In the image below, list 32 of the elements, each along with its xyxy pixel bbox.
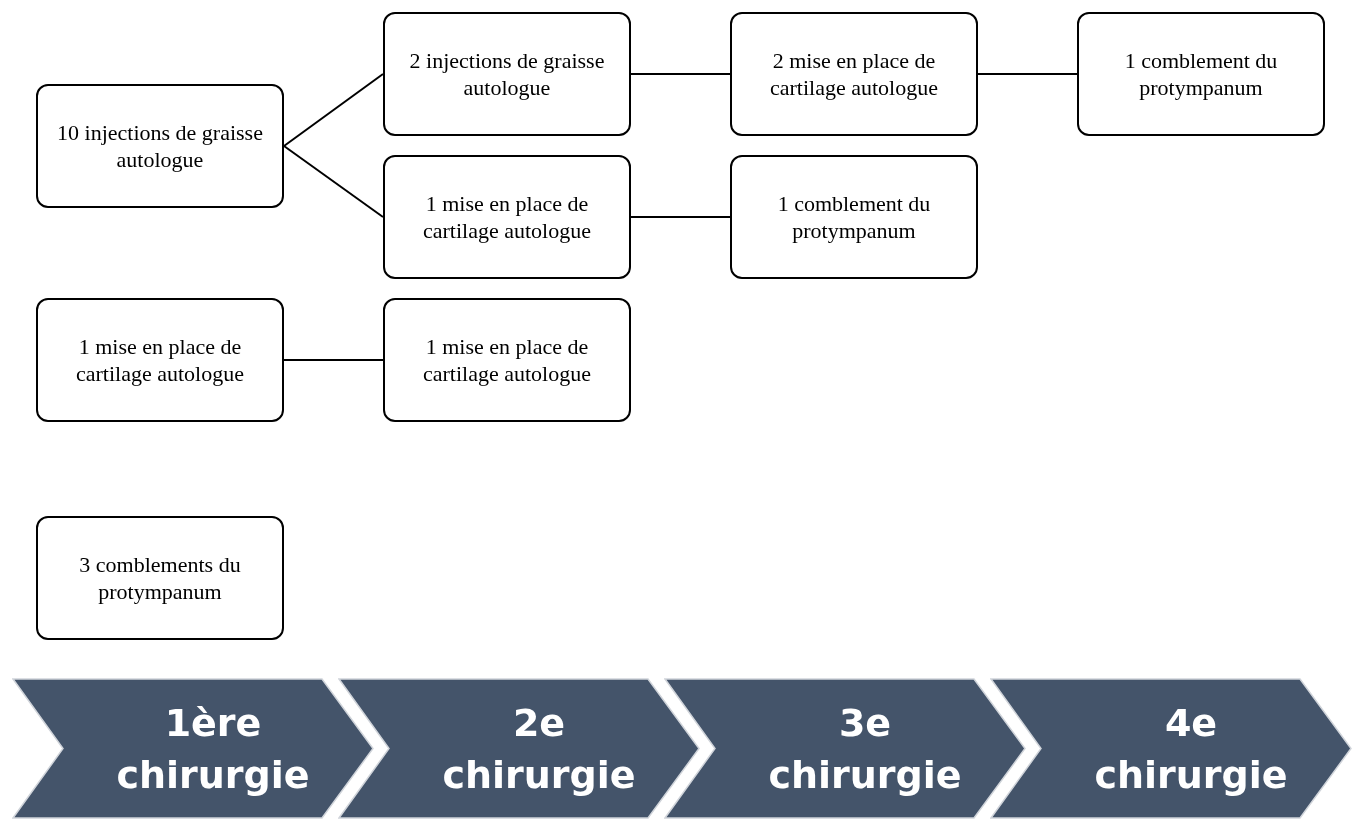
chevron-band (990, 678, 1352, 819)
box-text: 1 mise en place de cartilage autologue (422, 333, 592, 387)
connector-line (283, 73, 384, 147)
box-text: 2 injections de graisse autologue (408, 47, 606, 101)
process-box (383, 298, 631, 422)
box-text: 2 mise en place de cartilage autologue (769, 47, 939, 101)
process-box (36, 298, 284, 422)
process-box (383, 155, 631, 279)
stage-label: 1ère chirurgie (115, 699, 311, 799)
stage-label: 4e chirurgie (1093, 699, 1289, 799)
box-text: 10 injections de graisse autologue (56, 119, 264, 173)
process-box (730, 155, 978, 279)
connector-line (283, 145, 384, 218)
process-box (383, 12, 631, 136)
process-box (36, 84, 284, 208)
connector-line (283, 359, 384, 361)
box-text: 1 comblement du protympanum (776, 190, 932, 244)
stage-label: 2e chirurgie (441, 699, 637, 799)
connector-line (630, 73, 731, 75)
connector-line (977, 73, 1078, 75)
box-text: 1 comblement du protympanum (1123, 47, 1279, 101)
chevron-band (12, 678, 374, 819)
box-text: 3 comblements du protympanum (78, 551, 242, 605)
stage-label: 3e chirurgie (767, 699, 963, 799)
process-box (730, 12, 978, 136)
process-box (36, 516, 284, 640)
box-text: 1 mise en place de cartilage autologue (422, 190, 592, 244)
box-text: 1 mise en place de cartilage autologue (75, 333, 245, 387)
chevron-band (664, 678, 1026, 819)
connector-line (630, 216, 731, 218)
process-box (1077, 12, 1325, 136)
chevron-band (338, 678, 700, 819)
